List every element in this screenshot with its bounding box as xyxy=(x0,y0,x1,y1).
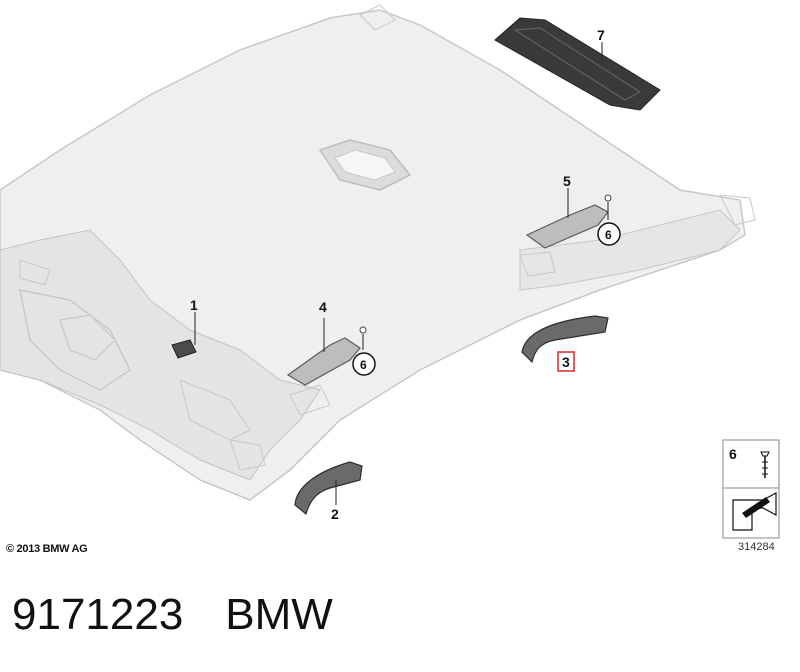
callout-3-highlighted: 3 xyxy=(557,351,575,372)
leader-lines xyxy=(194,42,609,505)
callout-5: 5 xyxy=(563,173,571,189)
callout-2: 2 xyxy=(331,506,339,522)
svg-text:3: 3 xyxy=(562,354,570,370)
headliner xyxy=(0,4,756,501)
svg-text:6: 6 xyxy=(605,228,612,242)
callout-4: 4 xyxy=(319,299,327,315)
diagram-number: 314284 xyxy=(738,541,775,553)
callout-6-circle-a: 6 xyxy=(597,222,621,246)
brand-name: BMW xyxy=(225,590,333,639)
callout-7: 7 xyxy=(597,27,605,43)
part-4-bracket xyxy=(286,326,367,386)
legend-box: 6 xyxy=(722,439,780,539)
part-number: 9171223 xyxy=(12,590,184,639)
legend-part-number: 6 xyxy=(729,446,737,462)
part-1-clip xyxy=(171,339,197,359)
part-7-trim-panel xyxy=(494,17,661,111)
callout-6-circle-b: 6 xyxy=(352,352,376,376)
part-2-grab-handle xyxy=(294,461,363,516)
fastener-icon xyxy=(760,451,770,478)
copyright-text: © 2013 BMW AG xyxy=(6,543,88,555)
part-3-grab-handle xyxy=(521,315,609,364)
callout-1: 1 xyxy=(190,297,198,313)
svg-text:6: 6 xyxy=(360,358,367,372)
arrow-icon xyxy=(732,491,777,531)
footer-caption: 9171223 BMW xyxy=(12,590,333,640)
